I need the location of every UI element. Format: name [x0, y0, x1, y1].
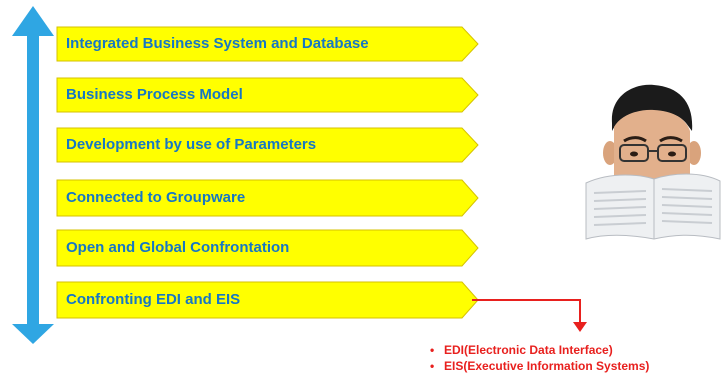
callout-notes: • EDI(Electronic Data Interface) • EIS(Exe… — [430, 342, 649, 374]
person-reading-newspaper-image — [585, 84, 721, 240]
bullet-dot: • — [430, 343, 435, 357]
step-box-3 — [56, 127, 479, 163]
step-label-4: Connected to Groupware — [66, 189, 246, 206]
step-label-3: Development by use of Parameters — [66, 136, 317, 153]
callout-connector — [472, 299, 587, 332]
note-item-edi: • EDI(Electronic Data Interface) — [430, 342, 649, 358]
step-label-1: Integrated Business System and Database — [66, 35, 369, 52]
step-label-5: Open and Global Confrontation — [66, 239, 290, 256]
vertical-double-arrow — [12, 6, 54, 344]
step-box-5 — [56, 229, 479, 267]
step-box-6 — [56, 281, 479, 319]
step-box-4 — [56, 179, 479, 217]
bullet-dot: • — [430, 359, 435, 373]
note-text-eis: EIS(Executive Information Systems) — [444, 359, 650, 373]
step-box-1 — [56, 26, 479, 62]
note-item-eis: • EIS(Executive Information Systems) — [430, 358, 649, 374]
step-label-6: Confronting EDI and EIS — [66, 291, 241, 308]
step-box-2 — [56, 77, 479, 113]
step-label-2: Business Process Model — [66, 86, 243, 103]
note-text-edi: EDI(Electronic Data Interface) — [444, 343, 613, 357]
